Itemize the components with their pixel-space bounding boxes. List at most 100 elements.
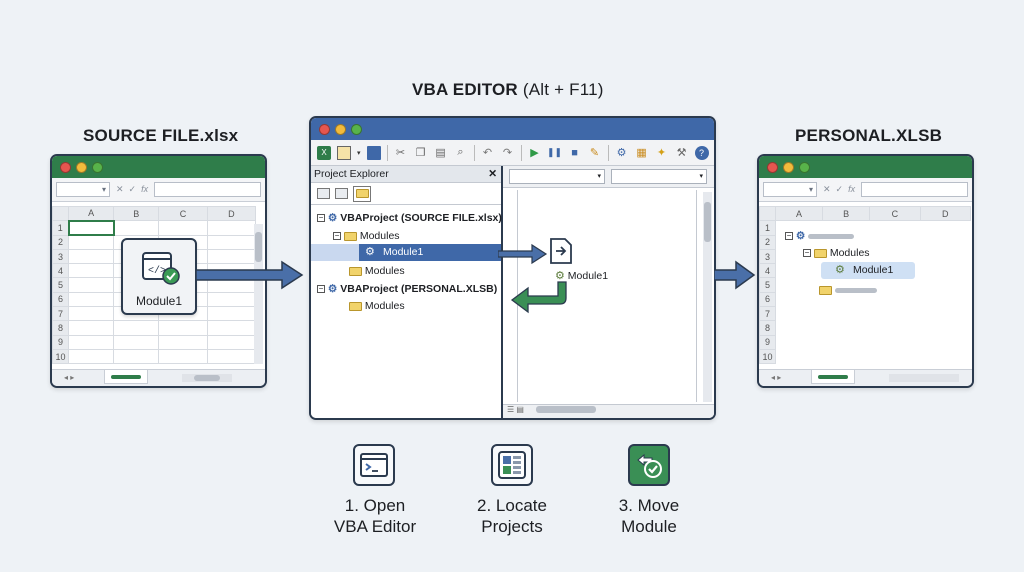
collapse-icon[interactable]: −: [317, 213, 325, 223]
enter-icon[interactable]: ✓: [835, 184, 844, 194]
row-header[interactable]: 1: [759, 220, 776, 236]
column-header[interactable]: A: [67, 205, 115, 222]
close-dot-icon[interactable]: [319, 123, 330, 135]
name-box[interactable]: ▾: [56, 182, 110, 197]
column-header[interactable]: C: [869, 205, 921, 222]
row-header[interactable]: 3: [52, 248, 69, 265]
code-vertical-scrollbar[interactable]: [703, 192, 712, 402]
help-icon[interactable]: ?: [694, 145, 709, 160]
pane-close-icon[interactable]: ✕: [488, 168, 497, 180]
cut-icon[interactable]: ✂: [395, 147, 406, 159]
row-header[interactable]: 9: [52, 334, 69, 350]
horizontal-scrollbar[interactable]: [889, 374, 959, 382]
minimize-dot-icon[interactable]: [76, 161, 87, 173]
column-header[interactable]: A: [774, 205, 824, 222]
undo-icon[interactable]: ↶: [482, 147, 493, 159]
corner-cell[interactable]: [759, 205, 776, 222]
selected-cell[interactable]: [67, 219, 115, 237]
collapse-icon[interactable]: −: [317, 284, 325, 294]
row-header[interactable]: 6: [759, 291, 776, 308]
code-horizontal-scrollbar[interactable]: [536, 406, 597, 414]
minimize-dot-icon[interactable]: [335, 123, 346, 135]
maximize-dot-icon[interactable]: [351, 123, 362, 135]
column-header[interactable]: D: [919, 205, 972, 222]
code-module-item[interactable]: ⚙ Module1: [555, 269, 608, 282]
source-module-card[interactable]: </> Module1: [121, 238, 197, 315]
copy-icon[interactable]: ❐: [415, 147, 426, 159]
enter-icon[interactable]: ✓: [128, 184, 137, 194]
insert-module-icon[interactable]: [337, 145, 351, 160]
row-header[interactable]: 7: [759, 306, 776, 322]
object-browser-icon[interactable]: ✦: [656, 147, 667, 159]
stop-icon[interactable]: ■: [571, 146, 578, 159]
column-header[interactable]: B: [113, 205, 160, 222]
project-explorer-icon[interactable]: ⚙: [616, 147, 627, 159]
personal-folder-row[interactable]: [819, 284, 877, 296]
view-object-icon[interactable]: [335, 188, 348, 199]
personal-modules-folder[interactable]: − Modules: [803, 247, 870, 259]
procedure-view-icon[interactable]: ☰: [507, 405, 515, 414]
project1-modules-folder[interactable]: − Modules: [333, 230, 400, 242]
redo-icon[interactable]: ↷: [502, 147, 513, 159]
row-header[interactable]: 2: [759, 234, 776, 250]
full-module-view-icon[interactable]: ▤: [516, 405, 524, 414]
row-header[interactable]: 6: [52, 291, 69, 308]
sheet-tab[interactable]: [104, 370, 148, 384]
row-header[interactable]: 8: [759, 320, 776, 336]
formula-input[interactable]: [861, 182, 968, 197]
collapse-icon[interactable]: −: [785, 231, 793, 241]
project1-node[interactable]: − ⚙ VBAProject (SOURCE FILE.xlsx): [317, 212, 502, 224]
corner-cell[interactable]: [52, 205, 69, 222]
maximize-dot-icon[interactable]: [92, 161, 103, 173]
row-header[interactable]: 10: [52, 348, 69, 365]
object-dropdown[interactable]: ▾: [509, 169, 605, 184]
personal-project-node[interactable]: − ⚙: [785, 230, 855, 242]
function-icon[interactable]: fx: [848, 184, 856, 194]
procedure-dropdown[interactable]: ▾: [611, 169, 707, 184]
row-header[interactable]: 5: [52, 277, 69, 293]
save-icon[interactable]: [366, 145, 381, 160]
cancel-icon[interactable]: ✕: [823, 184, 831, 194]
maximize-dot-icon[interactable]: [799, 161, 810, 173]
project2-node[interactable]: − ⚙ VBAProject (PERSONAL.XLSB): [317, 283, 497, 295]
column-header[interactable]: D: [206, 205, 257, 222]
personal-module1-row[interactable]: ⚙ Module1: [821, 262, 915, 279]
row-header[interactable]: 10: [759, 348, 776, 365]
column-header[interactable]: B: [822, 205, 871, 222]
row-header[interactable]: 4: [52, 263, 69, 279]
row-header[interactable]: 2: [52, 234, 69, 250]
paste-icon[interactable]: ▤: [435, 147, 446, 159]
cancel-icon[interactable]: ✕: [116, 184, 124, 194]
close-dot-icon[interactable]: [60, 161, 71, 173]
toggle-folders-icon[interactable]: [353, 185, 371, 202]
run-icon[interactable]: ▶: [530, 147, 539, 159]
project1-modules2-folder[interactable]: Modules: [349, 265, 405, 277]
pause-icon[interactable]: ❚❚: [546, 147, 563, 157]
function-icon[interactable]: fx: [141, 184, 149, 194]
name-box[interactable]: ▾: [763, 182, 817, 197]
collapse-icon[interactable]: −: [333, 231, 341, 241]
row-header[interactable]: 8: [52, 320, 69, 336]
vertical-scrollbar[interactable]: [254, 224, 263, 364]
row-header[interactable]: 1: [52, 220, 69, 236]
collapse-icon[interactable]: −: [803, 248, 811, 258]
formula-input[interactable]: [154, 182, 261, 197]
sheet-tab[interactable]: [811, 370, 855, 384]
find-icon[interactable]: ⌕: [457, 146, 464, 158]
close-dot-icon[interactable]: [767, 161, 778, 173]
row-header[interactable]: 3: [759, 248, 776, 265]
excel-view-icon[interactable]: X: [317, 145, 331, 160]
row-header[interactable]: 4: [759, 263, 776, 279]
minimize-dot-icon[interactable]: [783, 161, 794, 173]
insert-dropdown-icon[interactable]: ▾: [357, 149, 361, 157]
project2-modules-folder[interactable]: Modules: [349, 300, 405, 312]
properties-icon[interactable]: ▦: [636, 147, 647, 159]
column-header[interactable]: C: [158, 205, 208, 222]
horizontal-scrollbar[interactable]: [182, 374, 232, 382]
row-header[interactable]: 5: [759, 277, 776, 293]
module1-selected-row[interactable]: ⚙ Module1: [311, 244, 501, 261]
design-mode-icon[interactable]: ✎: [589, 147, 600, 159]
row-header[interactable]: 7: [52, 306, 69, 322]
view-code-icon[interactable]: [317, 188, 330, 199]
toolbox-icon[interactable]: ⚒: [676, 147, 687, 159]
